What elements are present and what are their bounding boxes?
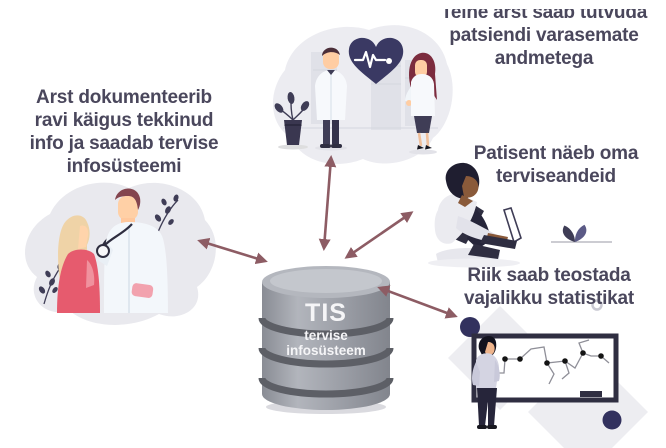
patient-figure <box>57 215 100 313</box>
presenter-figure <box>472 335 500 429</box>
plant-sprig-icon <box>154 194 179 233</box>
dot-accent <box>460 317 480 337</box>
label-second-doctor: Teine arst saab tutvuda patsiendi varase… <box>440 2 648 69</box>
label-state-statistics: Riik saab teostada vajalikku statistikat <box>463 265 635 309</box>
potted-plant-icon <box>274 92 310 150</box>
plant-sprig-icon <box>551 224 612 243</box>
patient-laptop-illustration <box>428 162 522 268</box>
database-label: TIS tervise infosüsteem <box>254 300 398 358</box>
database-icon <box>258 266 394 414</box>
laptop-icon <box>480 207 522 249</box>
arrow-patient-db <box>344 211 414 259</box>
doctor-patient-illustration <box>25 182 216 325</box>
doctors-heart-illustration <box>272 25 453 164</box>
database-subtitle: tervise infosüsteem <box>286 328 366 358</box>
female-doctor-figure <box>405 52 437 155</box>
plant-sprig-icon <box>38 262 63 305</box>
top-crop-overlay <box>400 0 666 9</box>
label-doctor-documents: Arst dokumenteerib ravi käigus tekkinud … <box>29 87 219 177</box>
heart-ecg-icon <box>348 37 404 84</box>
statistics-illustration <box>448 299 648 448</box>
database-acronym: TIS <box>305 299 347 327</box>
doctor-figure <box>96 188 168 313</box>
male-doctor-figure <box>315 47 347 151</box>
label-patient-sees-data: Patisent näeb oma terviseandeid <box>473 143 639 187</box>
